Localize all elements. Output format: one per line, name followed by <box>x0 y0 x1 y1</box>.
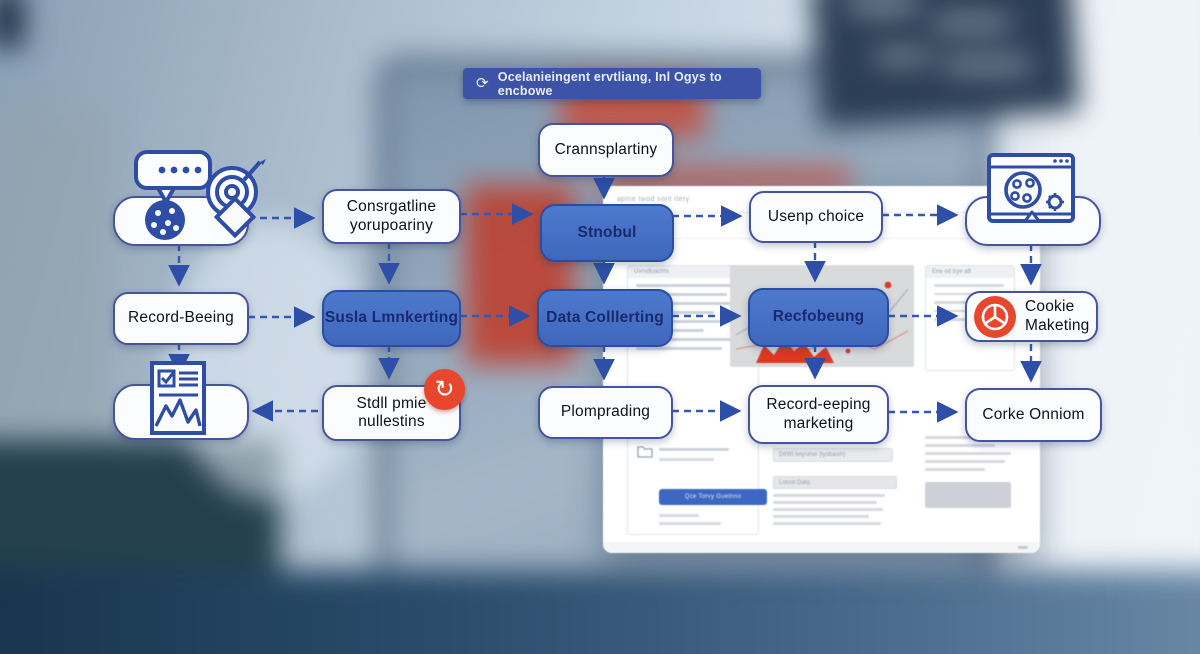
flow-node-icons-topleft <box>113 196 249 246</box>
flow-node-plomprading: Plomprading <box>538 386 673 439</box>
text-line <box>925 468 985 471</box>
text-line <box>925 460 1005 463</box>
flow-node-crannsplartiny: Crannsplartiny <box>538 123 674 177</box>
text-line <box>636 293 727 296</box>
refresh-badge-icon: ↻ <box>424 369 465 410</box>
node-label: Recfobeung <box>772 308 865 326</box>
footer-dot <box>1018 546 1028 549</box>
node-label: Record-eeping marketing <box>766 396 871 432</box>
text-line <box>934 292 992 295</box>
flow-node-stnobul: Stnobul <box>540 204 674 262</box>
text-line <box>773 522 881 525</box>
text-line <box>773 508 883 511</box>
refresh-circle-icon: ⟳ <box>476 75 489 92</box>
node-label: Susla Lmnkerting <box>324 309 459 327</box>
node-label: Usenp choice <box>767 207 865 225</box>
mock-right-card-title: Ene od trye aft <box>926 266 1014 278</box>
flow-node-usenp-choice: Usenp choice <box>749 191 883 243</box>
text-line <box>659 448 729 451</box>
node-label: Record-Beeing <box>128 309 234 327</box>
flow-node-corke-onniom: Corke Onniom <box>965 388 1102 442</box>
text-line <box>925 452 1011 455</box>
text-line <box>773 515 869 518</box>
flow-node-data-collerting: Data Colllerting <box>537 289 673 347</box>
node-label: Corke Onniom <box>982 405 1085 423</box>
flow-node-record-eeping: Record-eeping marketing <box>748 385 889 444</box>
flow-node-recfobeung: Recfobeung <box>748 288 889 347</box>
flow-node-icons-bottomleft <box>113 384 249 440</box>
flow-node-icons-topright <box>965 196 1101 246</box>
folder-icon <box>637 446 653 458</box>
flow-node-stdll-pmie: Stdll pmie nullestins <box>322 385 461 441</box>
mock-input-bar: DitWI keysese (tysbasm) <box>773 448 893 462</box>
pie-chart-badge-icon <box>974 295 1016 338</box>
node-label: Data Colllerting <box>546 308 664 326</box>
flow-node-cookie-maketing: Cookie Maketing <box>965 291 1098 342</box>
text-line <box>773 494 885 497</box>
text-line <box>659 458 714 461</box>
mock-section-bar: Lstoot Datq <box>773 476 897 489</box>
banner-text: Ocelanieingent ervtliang, Inl Ogys to en… <box>497 69 722 98</box>
text-line <box>934 309 986 312</box>
header-banner: ⟳ Ocelanieingent ervtliang, Inl Ogys to … <box>463 68 761 99</box>
mock-left-card-title: Uvrsdluactrts <box>628 266 758 278</box>
text-line <box>659 522 721 525</box>
node-label: Plomprading <box>560 403 651 421</box>
text-line <box>636 338 733 341</box>
node-label: Stnobul <box>577 223 637 241</box>
flow-node-susla-lmnkerting: Susla Lmnkerting <box>322 290 461 347</box>
text-line <box>636 311 714 314</box>
node-label: Consrgatline yorupoariny <box>346 198 437 234</box>
node-label: Cookie Maketing <box>1025 298 1090 334</box>
node-label: Stdll pmie nullestins <box>356 394 427 430</box>
text-line <box>659 514 699 517</box>
flow-node-record-beeing: Record-Beeing <box>113 292 249 345</box>
text-line <box>934 284 1005 287</box>
mock-primary-button: Qce Torvy Guetnno <box>659 489 767 505</box>
text-line <box>636 320 743 323</box>
mock-browser-footer <box>603 542 1040 553</box>
text-line <box>925 436 1011 439</box>
text-line <box>773 501 877 504</box>
text-line <box>925 444 995 447</box>
flow-node-consrgatline: Consrgatline yorupoariny <box>322 189 461 244</box>
mock-browser-title: apme twod sont itery <box>617 195 690 203</box>
node-label: Crannsplartiny <box>554 140 658 158</box>
text-line <box>636 284 747 287</box>
text-line <box>636 302 753 305</box>
mock-image-placeholder <box>925 482 1011 508</box>
text-line <box>636 347 722 350</box>
